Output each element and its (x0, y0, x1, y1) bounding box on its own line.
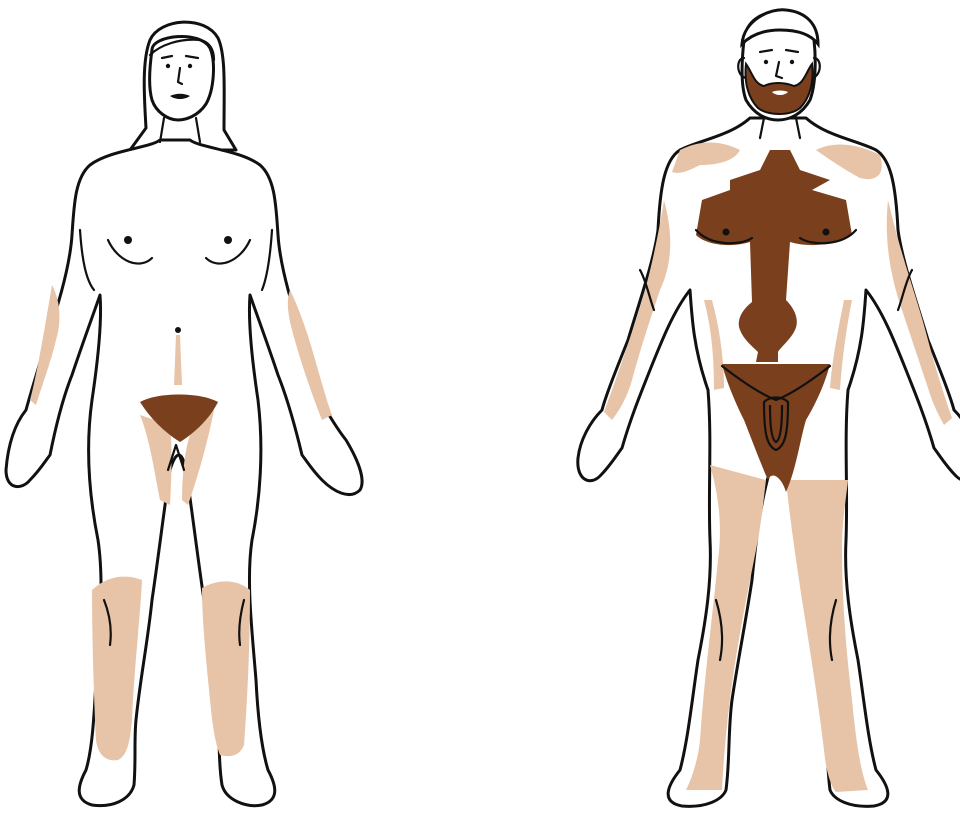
female-figure (6, 22, 362, 806)
male-figure (578, 10, 960, 807)
